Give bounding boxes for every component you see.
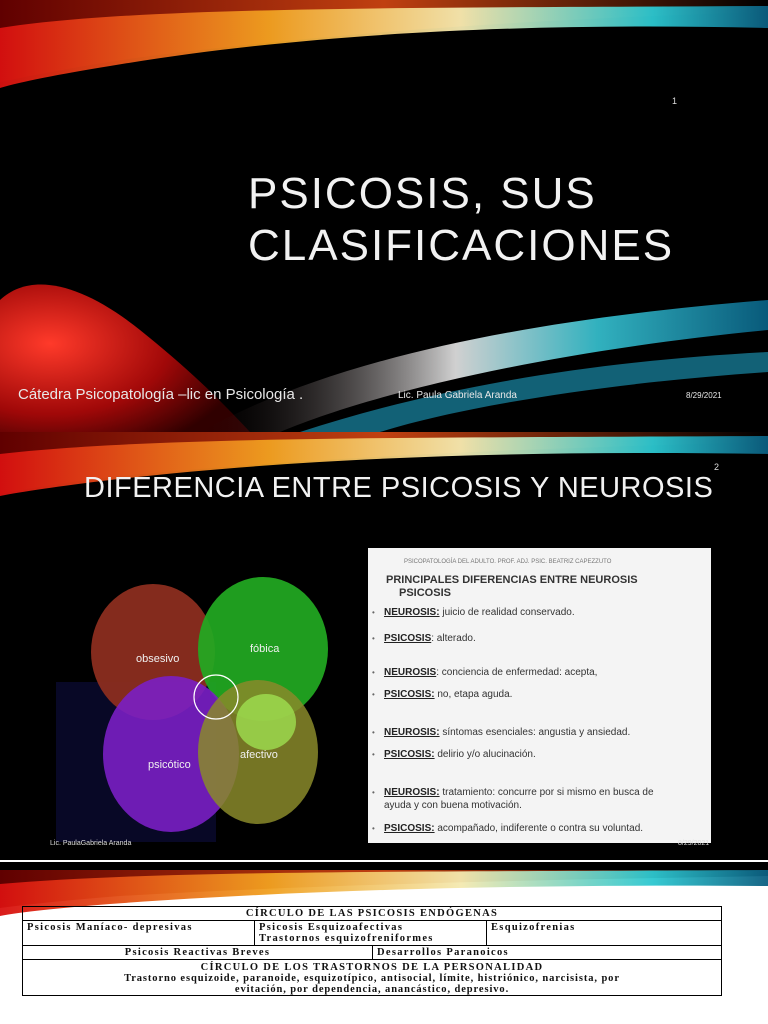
venn-label-obsesivo: obsesivo (136, 653, 179, 665)
decorative-swoosh-background (0, 862, 768, 916)
item-text: : conciencia de enfermedad: acepta, (436, 667, 598, 678)
item-text: tratamiento: concurre por si mismo en bu… (439, 787, 654, 798)
venn-label-psicotico: psicótico (148, 759, 191, 771)
venn-circle-fobica (198, 577, 328, 721)
item-keyword: NEUROSIS: (384, 727, 440, 738)
list-item: • NEUROSIS: conciencia de enfermedad: ace… (372, 666, 706, 679)
title-line-2: CLASIFICACIONES (248, 221, 675, 270)
list-item: • PSICOSIS: acompañado, indiferente o con… (372, 822, 706, 835)
list-item: • PSICOSIS: no, etapa aguda. (372, 688, 706, 701)
table-header-personalidad: CÍRCULO DE LOS TRASTORNOS DE LA PERSONAL… (200, 962, 544, 973)
slide-number: 2 (714, 462, 720, 472)
item-keyword: NEUROSIS: (384, 607, 440, 618)
slide-title: PSICOSIS, SUS CLASIFICACIONES (248, 168, 748, 272)
list-item: • PSICOSIS: alterado. (372, 632, 706, 645)
venn-label-fobica: fóbica (250, 643, 280, 655)
list-item: • NEUROSIS: síntomas esenciales: angustia… (372, 726, 706, 739)
personalidad-line-1: Trastorno esquizoide, paranoide, esquizo… (124, 973, 620, 984)
list-item: • NEUROSIS: tratamiento: concurre por si … (372, 786, 706, 812)
item-keyword: NEUROSIS (384, 667, 437, 678)
list-item: • PSICOSIS: delirio y/o alucinación. (372, 748, 706, 761)
bullet-icon: • (372, 824, 375, 833)
decorative-swoosh-background (0, 432, 768, 496)
panel-header: PSICOPATOLOGÍA DEL ADULTO. PROF. ADJ. PS… (404, 559, 612, 565)
list-item: • NEUROSIS: juicio de realidad conservado… (372, 606, 706, 619)
venn-diagram: obsesivo fóbica psicótico afectivo (56, 577, 328, 842)
item-text: juicio de realidad conservado. (439, 607, 575, 618)
venn-center-ring (193, 674, 239, 720)
decorative-swoosh-background (0, 0, 768, 432)
item-text: : alterado. (431, 633, 476, 644)
bullet-icon: • (372, 608, 375, 617)
footer-date: 8/29/2021 (678, 840, 710, 847)
item-keyword: PSICOSIS (384, 633, 432, 644)
footer-date: 8/29/2021 (686, 391, 722, 400)
slide-title: DIFERENCIA ENTRE PSICOSIS Y NEUROSIS (84, 472, 714, 504)
bullet-icon: • (372, 634, 375, 643)
table-header-psicosis: CÍRCULO DE LAS PSICOSIS ENDÓGENAS (23, 907, 721, 921)
slide-1: 1 PSICOSIS, SUS CLASIFICACIONES Cátedra … (0, 0, 768, 432)
item-keyword: PSICOSIS: (384, 749, 435, 760)
venn-circle-psicotico (103, 676, 239, 832)
differences-panel: PSICOPATOLOGÍA DEL ADULTO. PROF. ADJ. PS… (368, 548, 711, 843)
panel-title: PRINCIPALES DIFERENCIAS ENTRE NEUROSIS P… (386, 574, 638, 599)
classification-table: CÍRCULO DE LAS PSICOSIS ENDÓGENAS Psicos… (22, 906, 722, 996)
venn-label-afectivo: afectivo (240, 749, 278, 761)
bullet-icon: • (372, 788, 375, 797)
item-text: no, etapa aguda. (434, 689, 513, 700)
item-keyword: PSICOSIS: (384, 689, 435, 700)
footer-author: Lic. PaulaGabriela Aranda (50, 840, 132, 847)
slide-number: 1 (672, 96, 678, 106)
table-row: Psicosis Reactivas Breves Desarrollos Pa… (23, 946, 721, 960)
item-text: delirio y/o alucinación. (434, 749, 536, 760)
title-line-1: PSICOSIS, SUS (248, 169, 597, 218)
item-continuation: ayuda y con buena motivación. (384, 800, 522, 811)
personalidad-line-2: evitación, por dependencia, anancástico,… (234, 984, 510, 995)
table-section-personalidad: CÍRCULO DE LOS TRASTORNOS DE LA PERSONAL… (23, 960, 721, 995)
slide-2: 2 DIFERENCIA ENTRE PSICOSIS Y NEUROSIS o… (0, 432, 768, 860)
bullet-icon: • (372, 750, 375, 759)
table-row: Psicosis Maníaco- depresivas Psicosis Es… (23, 921, 721, 946)
bullet-icon: • (372, 728, 375, 737)
venn-center-overlap (236, 694, 296, 750)
item-text: acompañado, indiferente o contra su volu… (434, 823, 644, 834)
slide-3: CÍRCULO DE LAS PSICOSIS ENDÓGENAS Psicos… (0, 862, 768, 1024)
footer-author: Lic. Paula Gabriela Aranda (398, 390, 517, 401)
item-keyword: PSICOSIS: (384, 823, 435, 834)
footer-course: Cátedra Psicopatología –lic en Psicologí… (18, 386, 304, 403)
item-text: síntomas esenciales: angustia y ansiedad… (439, 727, 631, 738)
item-keyword: NEUROSIS: (384, 787, 440, 798)
bullet-icon: • (372, 668, 375, 677)
bullet-icon: • (372, 690, 375, 699)
